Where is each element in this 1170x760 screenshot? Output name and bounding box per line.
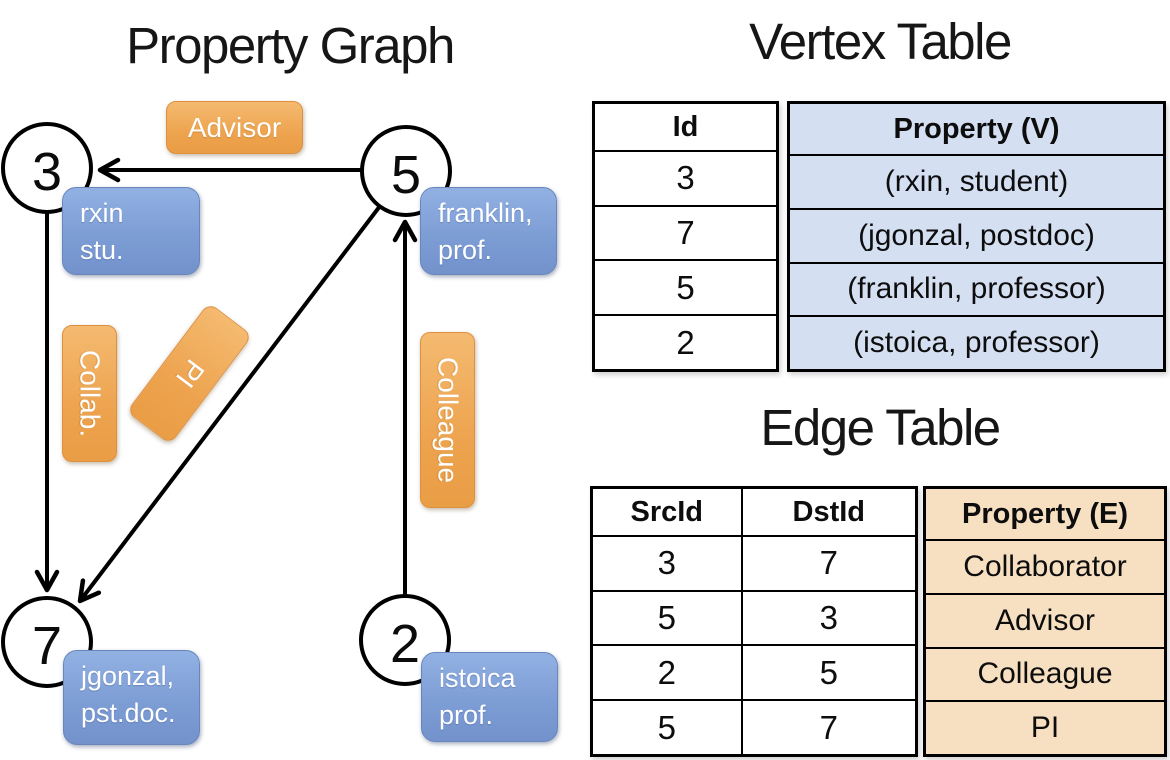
edge-table-title: Edge Table [760,399,1001,456]
table-row: 2 5 [590,644,918,702]
vertex-id-3: 3 [31,142,63,202]
vertex-label-line: prof. [438,234,493,265]
vertex-id-cell: 5 [592,259,779,317]
vertex-id-5: 5 [390,145,422,205]
edge-table-property-header: Property (E) [923,486,1167,542]
edge-dst-cell: 7 [740,535,918,592]
vertex-id-cell: 7 [592,204,779,262]
vertex-label-line: pst.doc. [81,697,176,728]
vertex-label-istoica: istoica prof. [421,652,558,742]
vertex-table-id-column: Id 3 7 5 2 [592,101,779,372]
vertex-table-title: Vertex Table [749,13,1012,70]
vertex-label-jgonzal: jgonzal, pst.doc. [63,650,200,745]
edge-label-collab: Collab. [62,325,117,462]
table-row: 3 [592,150,779,207]
edge-src-cell: 5 [590,589,743,647]
vertex-label-rxin: rxin stu. [62,187,200,275]
property-graph-title: Property Graph [126,17,455,74]
vertex-label-franklin: franklin, prof. [420,187,557,275]
vertex-id-7: 7 [31,616,63,676]
vertex-property-cell: (rxin, student) [787,154,1166,210]
edge-label-advisor: Advisor [166,101,303,154]
edge-dst-cell: 5 [740,644,918,702]
table-row: PI [923,700,1167,757]
vertex-property-cell: (franklin, professor) [787,261,1166,318]
table-row: 7 [592,204,779,262]
vertex-table-id-header: Id [592,101,779,153]
edge-src-cell: 5 [590,699,743,757]
edge-src-cell: 3 [590,535,743,592]
edge-src-cell: 2 [590,644,743,702]
table-row: (franklin, professor) [787,261,1166,318]
vertex-property-cell: (jgonzal, postdoc) [787,207,1166,264]
edge-label-colleague: Colleague [420,332,475,508]
table-row: 5 7 [590,699,918,757]
table-row: 5 3 [590,589,918,647]
edge-property-cell: Colleague [923,646,1167,703]
table-row: 5 [592,259,779,317]
table-row: (istoica, professor) [787,315,1166,372]
vertex-label-line: rxin [80,198,124,228]
edge-property-cell: Advisor [923,592,1167,649]
edge-table-dstid-header: DstId [740,486,918,538]
edge-property-cell: PI [923,700,1167,757]
edge-dst-cell: 7 [740,699,918,757]
vertex-id-cell: 2 [592,314,779,372]
vertex-label-line: istoica [439,663,516,693]
vertex-property-cell: (istoica, professor) [787,315,1166,372]
vertex-id-cell: 3 [592,150,779,207]
vertex-id-2: 2 [389,614,421,674]
edge-dst-cell: 3 [740,589,918,647]
table-row: 2 [592,314,779,372]
vertex-table-property-header: Property (V) [787,101,1166,157]
table-row: (jgonzal, postdoc) [787,207,1166,264]
vertex-label-line: jgonzal, [81,661,175,691]
edge-table-srcid-header: SrcId [590,486,743,538]
edge-pi-5-to-7 [77,204,382,604]
table-row: 3 7 [590,535,918,592]
table-row: (rxin, student) [787,154,1166,210]
table-row: Colleague [923,646,1167,703]
edge-property-cell: Collaborator [923,539,1167,595]
edge-table-id-columns: SrcId DstId 3 7 5 3 2 5 5 7 [590,486,918,757]
table-row: Collaborator [923,539,1167,595]
table-row: Advisor [923,592,1167,649]
edges [34,157,418,604]
edge-table-property-column: Property (E) Collaborator Advisor Collea… [923,486,1167,757]
vertex-label-line: franklin, [438,198,533,228]
vertex-table-property-column: Property (V) (rxin, student) (jgonzal, p… [787,101,1166,372]
vertex-label-line: prof. [439,699,494,730]
vertex-label-line: stu. [80,234,124,265]
